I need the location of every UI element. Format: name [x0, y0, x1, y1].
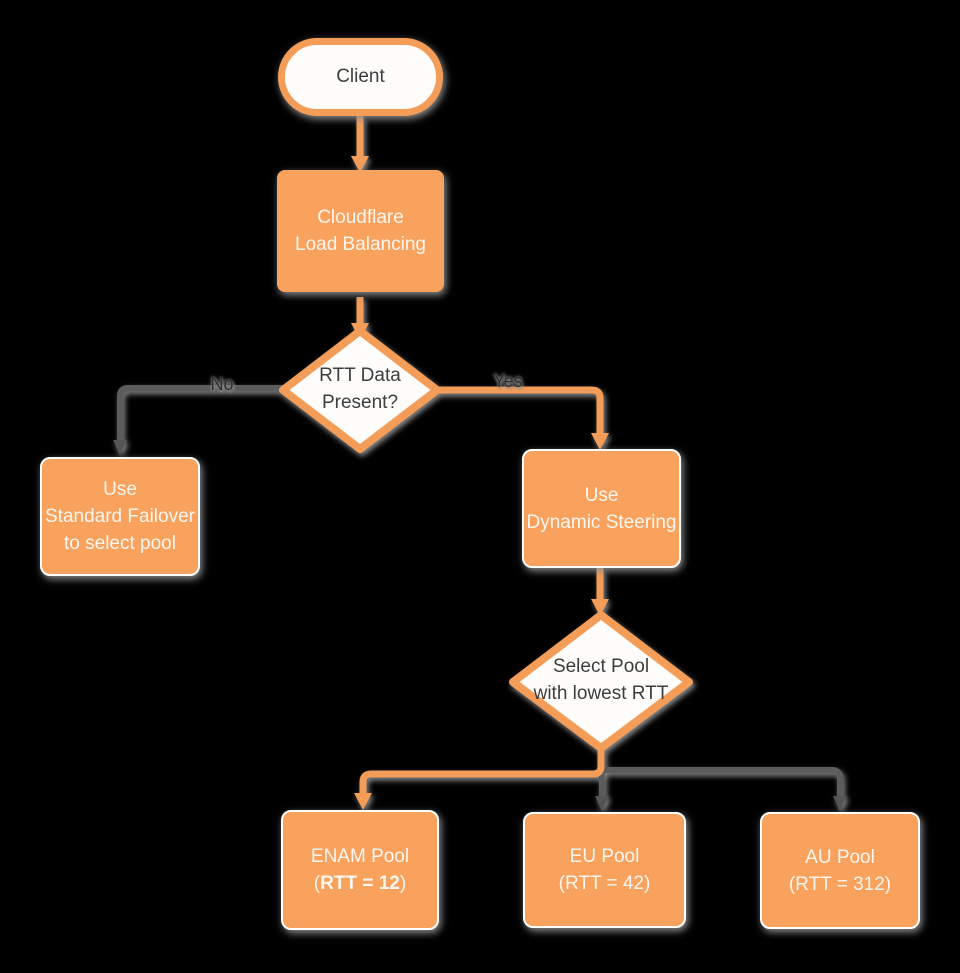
edge-label-yes: Yes	[493, 371, 523, 391]
dynamic-steering-node: Use Dynamic Steering	[522, 449, 681, 568]
cloudflare-load-balancing-node: Cloudflare Load Balancing	[277, 170, 444, 292]
standard-failover-node: Use Standard Failover to select pool	[40, 457, 200, 576]
edge-label-no: No	[210, 374, 234, 394]
arrowhead-eu-pool	[595, 796, 609, 811]
rtt-decision-label: RTT Data Present?	[319, 365, 401, 413]
pool-decision-label: Select Pool with lowest RTT	[533, 656, 669, 704]
client-label: Client	[336, 66, 385, 87]
client-node: Client	[278, 38, 443, 116]
arrowhead-au-pool	[833, 796, 847, 811]
connector-no-branch	[117, 385, 285, 441]
arrowhead-standard-failover	[113, 440, 127, 455]
lb-label-line1: Cloudflare	[317, 207, 404, 228]
lb-label-line2: Load Balancing	[295, 234, 426, 255]
enam-pool-node: ENAM Pool (RTT = 12)	[281, 810, 439, 930]
au-pool-node: AU Pool (RTT = 312)	[760, 812, 920, 929]
arrowhead-dynamic-steering	[591, 433, 609, 450]
enam-rtt-line: (RTT = 12)	[313, 873, 407, 894]
connector-enam-branch	[359, 746, 605, 794]
arrowhead-enam-pool	[354, 793, 372, 810]
arrowhead-pool-decision	[591, 599, 609, 616]
connector-yes-branch	[436, 386, 604, 434]
connector-au-branch	[602, 767, 843, 796]
eu-pool-node: EU Pool (RTT = 42)	[523, 812, 686, 928]
pool-decision-diamond-shape	[509, 611, 693, 752]
arrowhead-lb	[351, 156, 369, 173]
rtt-decision-diamond-shape	[279, 327, 441, 453]
